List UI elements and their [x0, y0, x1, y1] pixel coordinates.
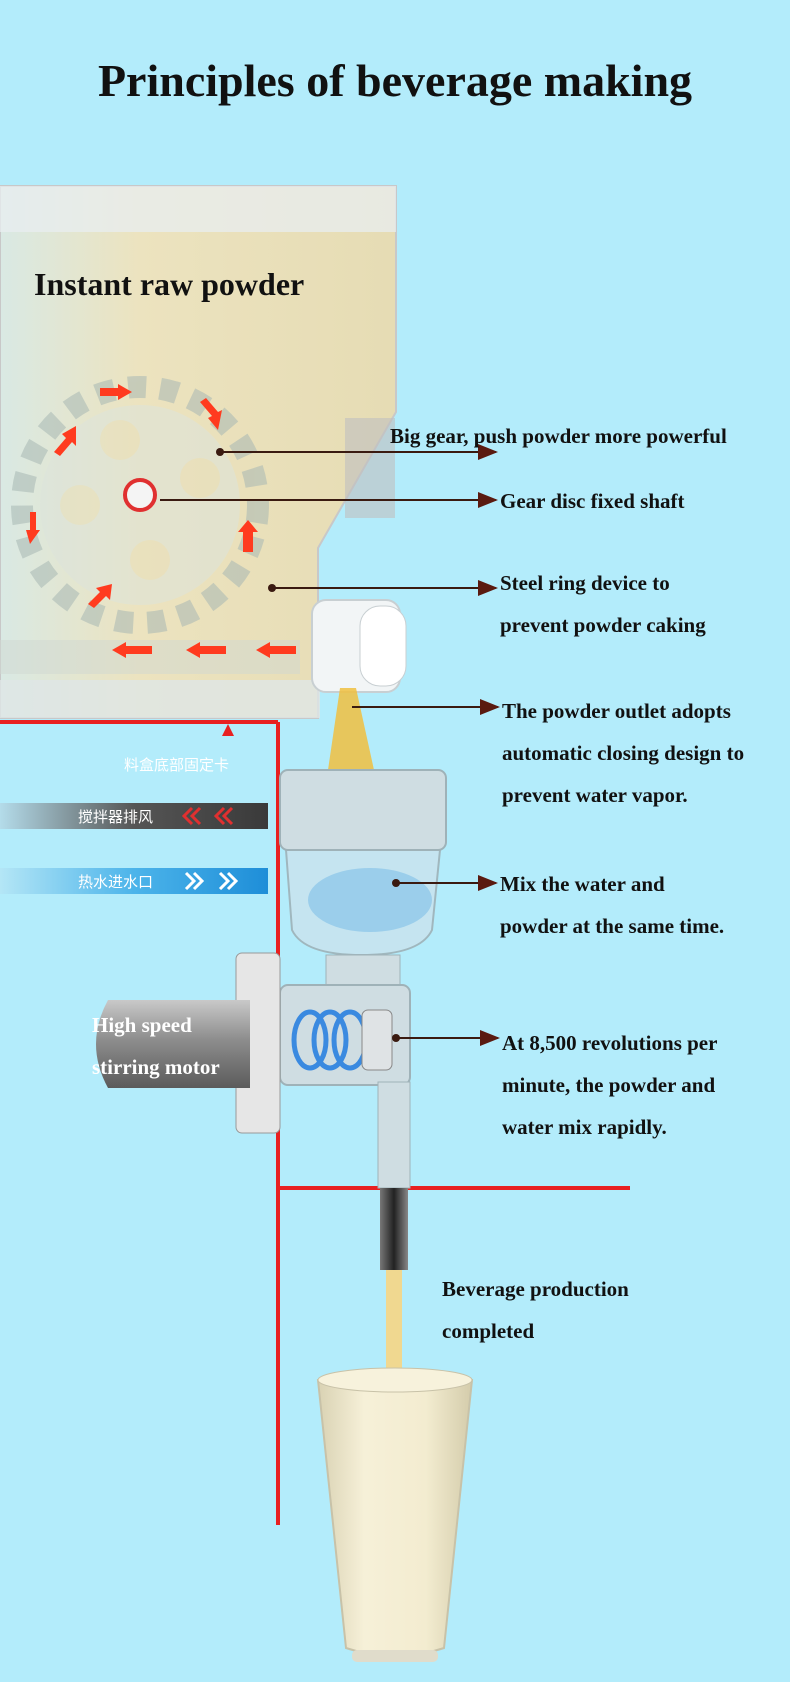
label-powder-outlet: The powder outlet adopts automatic closi…	[502, 699, 745, 807]
page-title: Principles of beverage making	[97, 55, 693, 106]
label-gear-shaft: Gear disc fixed shaft	[500, 489, 685, 513]
label-steel-ring: Steel ring device to prevent powder caki…	[500, 571, 706, 637]
gear-shaft-icon	[123, 478, 157, 512]
bottom-gear	[0, 640, 300, 674]
beverage-glass	[316, 1367, 474, 1662]
clip-marker	[222, 724, 234, 736]
label-bottom-clip: 料盒底部固定卡	[124, 756, 230, 774]
motor-label: High speed stirring motor	[92, 1013, 220, 1079]
powder-outlet	[311, 599, 407, 693]
stirring-motor	[96, 952, 281, 1134]
hopper-label: Instant raw powder	[34, 266, 305, 302]
label-completed: Beverage production completed	[442, 1277, 629, 1343]
label-exhaust: 搅拌器排风	[78, 808, 154, 826]
label-revolutions: At 8,500 revolutions per minute, the pow…	[502, 1031, 718, 1139]
label-big-gear: Big gear, push powder more powerful	[390, 424, 727, 448]
flow-arrows	[26, 384, 358, 672]
mixing-cup	[279, 769, 447, 1270]
leader-lines	[160, 444, 500, 1046]
label-hot-water: 热水进水口	[78, 873, 154, 891]
exhaust-pipe	[0, 803, 268, 829]
big-gear	[11, 376, 269, 634]
beverage-stream	[386, 1270, 402, 1390]
powder-stream	[328, 688, 374, 770]
hot-water-pipe	[0, 868, 268, 894]
label-mix: Mix the water and powder at the same tim…	[500, 872, 725, 938]
